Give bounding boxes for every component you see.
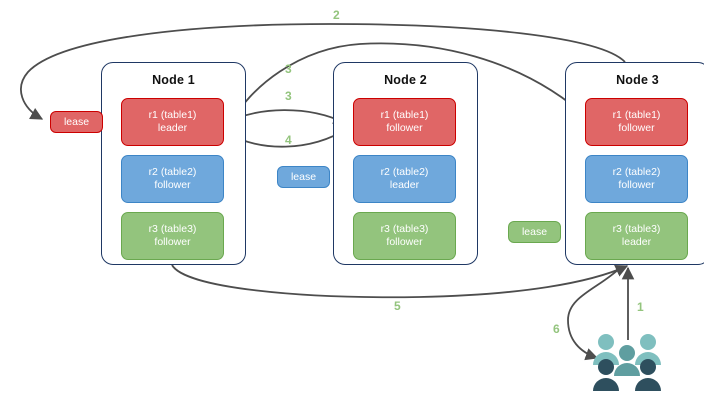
range-role: follower <box>386 236 423 248</box>
range-role: leader <box>157 122 188 134</box>
edge-label-5: 5 <box>394 299 401 313</box>
edge-label-3-upper: 3 <box>285 62 292 76</box>
range-name: r1 (table1) <box>148 109 197 121</box>
edge-label-6: 6 <box>553 322 560 336</box>
node-1-range-r1[interactable]: r1 (table1) leader <box>121 98 224 146</box>
node-3-range-r3[interactable]: r3 (table3) leader <box>585 212 688 260</box>
lease-badge-r1[interactable]: lease <box>50 111 103 133</box>
node-1-title: Node 1 <box>152 73 195 87</box>
node-2-range-r3[interactable]: r3 (table3) follower <box>353 212 456 260</box>
node-3-range-r1[interactable]: r1 (table1) follower <box>585 98 688 146</box>
edge-5-path <box>171 264 629 299</box>
node-1-range-r2[interactable]: r2 (table2) follower <box>121 155 224 203</box>
lease-badge-r2[interactable]: lease <box>277 166 330 188</box>
range-name: r2 (table2) <box>148 166 197 178</box>
node-1-container[interactable]: Node 1 r1 (table1) leader r2 (table2) fo… <box>101 62 246 265</box>
range-role: follower <box>154 179 191 191</box>
range-name: r1 (table1) <box>380 109 429 121</box>
node-3-range-r2[interactable]: r2 (table2) follower <box>585 155 688 203</box>
edge-label-2: 2 <box>333 8 340 22</box>
range-name: r3 (table3) <box>380 223 429 235</box>
range-name: r2 (table2) <box>380 166 429 178</box>
node-3-container[interactable]: Node 3 r1 (table1) follower r2 (table2) … <box>565 62 704 265</box>
range-name: r2 (table2) <box>612 166 661 178</box>
edge-label-3-lower: 3 <box>285 89 292 103</box>
node-2-range-r2[interactable]: r2 (table2) leader <box>353 155 456 203</box>
lease-badge-r3[interactable]: lease <box>508 221 561 243</box>
node-3-title: Node 3 <box>616 73 659 87</box>
range-name: r1 (table1) <box>612 109 661 121</box>
edge-label-4: 4 <box>285 133 292 147</box>
users-group-icon <box>593 334 661 391</box>
node-1-range-r3[interactable]: r3 (table3) follower <box>121 212 224 260</box>
edge-label-1: 1 <box>637 300 644 314</box>
node-2-title: Node 2 <box>384 73 427 87</box>
range-role: follower <box>154 236 191 248</box>
range-role: leader <box>389 179 420 191</box>
range-role: follower <box>386 122 423 134</box>
range-role: leader <box>621 236 652 248</box>
node-2-range-r1[interactable]: r1 (table1) follower <box>353 98 456 146</box>
range-name: r3 (table3) <box>148 223 197 235</box>
range-name: r3 (table3) <box>612 223 661 235</box>
range-role: follower <box>618 122 655 134</box>
range-role: follower <box>618 179 655 191</box>
node-2-container[interactable]: Node 2 r1 (table1) follower r2 (table2) … <box>333 62 478 265</box>
